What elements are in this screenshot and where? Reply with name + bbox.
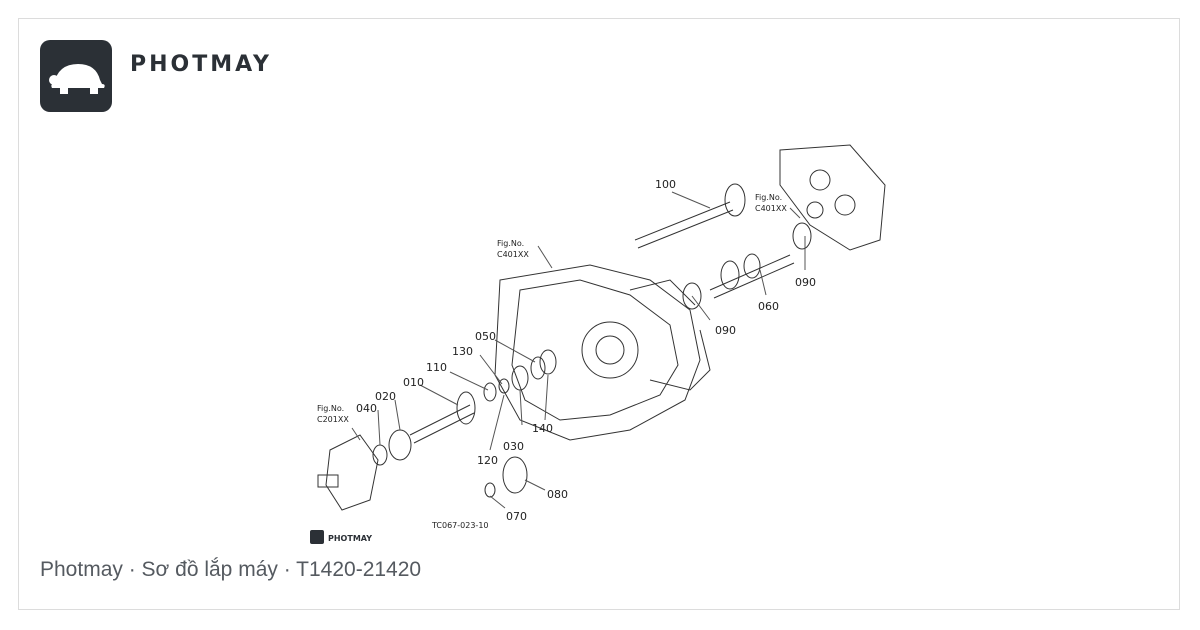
case-bore xyxy=(581,321,639,379)
gear-010 xyxy=(456,391,476,425)
part-label: 090 xyxy=(715,324,736,337)
transmission-case xyxy=(494,264,701,441)
part-label: 120 xyxy=(477,454,498,467)
gear-060 xyxy=(720,260,740,290)
fig-ref-line2: C201XX xyxy=(317,415,349,424)
case-inner-wall xyxy=(511,279,679,421)
bearing-090a xyxy=(682,282,702,310)
case-bore-inner xyxy=(595,335,625,365)
drawing-code: TC067-023-10 xyxy=(431,521,489,530)
brand-logo[interactable] xyxy=(40,40,112,112)
part-label: 140 xyxy=(532,422,553,435)
turtle-icon xyxy=(49,64,105,94)
part-label: 050 xyxy=(475,330,496,343)
front-cover-boss xyxy=(317,474,339,488)
cover-hole xyxy=(834,194,856,216)
gear-060b xyxy=(743,253,761,279)
part-label: 100 xyxy=(655,178,676,191)
cover-hole xyxy=(806,201,824,219)
shaft-100 xyxy=(634,201,734,249)
figure-references: Fig.No. C401XX Fig.No. C401XX Fig.No. C2… xyxy=(317,193,787,424)
shaft-010 xyxy=(409,404,475,444)
cover-hole xyxy=(809,169,831,191)
part-label: 090 xyxy=(795,276,816,289)
part-labels: 100 090 060 090 050 130 110 010 020 040 … xyxy=(356,178,816,523)
fig-ref-line2: C401XX xyxy=(755,204,787,213)
part-label: 110 xyxy=(426,361,447,374)
ring-050 xyxy=(530,356,546,380)
washer-110 xyxy=(483,382,497,402)
part-label: 070 xyxy=(506,510,527,523)
bearing-020 xyxy=(388,429,412,461)
case-flange xyxy=(629,279,711,391)
fig-ref-line2: C401XX xyxy=(497,250,529,259)
washer-130 xyxy=(498,378,510,394)
page-caption: Photmay · Sơ đồ lắp máy · T1420-21420 xyxy=(40,558,422,581)
brand-name: PHOTMAY xyxy=(130,52,272,77)
part-label: 080 xyxy=(547,488,568,501)
watermark-text: PHOTMAY xyxy=(328,534,372,543)
part-label: 010 xyxy=(403,376,424,389)
bearing-090b xyxy=(792,222,812,250)
part-label: 060 xyxy=(758,300,779,313)
fig-ref-line1: Fig.No. xyxy=(497,239,524,248)
gear-100 xyxy=(724,183,746,217)
part-label: 130 xyxy=(452,345,473,358)
exploded-parts-diagram: 100 090 060 090 050 130 110 010 020 040 … xyxy=(310,144,886,544)
preview-card xyxy=(18,18,1180,610)
part-label: 020 xyxy=(375,390,396,403)
watermark-logo: PHOTMAY xyxy=(310,530,372,544)
rear-cover xyxy=(779,144,886,251)
gear-080 xyxy=(502,456,528,494)
part-label: 040 xyxy=(356,402,377,415)
shaft-060 xyxy=(709,254,795,299)
bearing-140 xyxy=(539,349,557,375)
fig-ref-line1: Fig.No. xyxy=(317,404,344,413)
part-label: 030 xyxy=(503,440,524,453)
front-cover xyxy=(325,434,379,511)
seal-040 xyxy=(372,444,388,466)
circlip-070 xyxy=(484,482,496,498)
fig-ref-line1: Fig.No. xyxy=(755,193,782,202)
